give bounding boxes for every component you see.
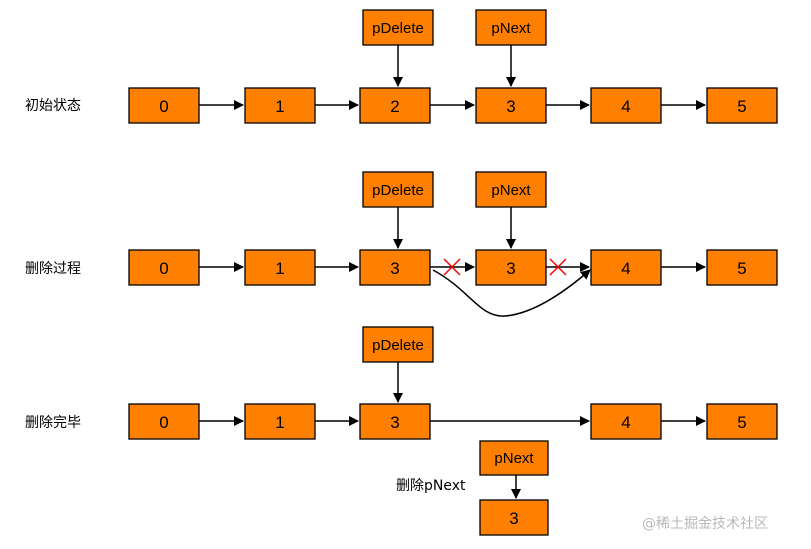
cross-mark <box>443 258 461 276</box>
list-node: 5 <box>706 403 778 440</box>
node-value: 0 <box>159 97 168 116</box>
pointer-pnext: pNext <box>479 440 549 476</box>
row-label-initial: 初始状态 <box>25 97 81 114</box>
node-value: 3 <box>509 509 518 528</box>
row-label-complete: 删除完毕 <box>25 415 81 431</box>
list-node: 0 <box>128 403 200 440</box>
list-node: 3 <box>359 403 431 440</box>
deleted-node-group: pNext 删除pNext 3 <box>396 440 549 536</box>
list-node: 4 <box>590 87 662 124</box>
pointer-pnext-label: pNext <box>491 182 531 199</box>
pointer-pdelete-label: pDelete <box>372 337 424 354</box>
pointer-pdelete: pDelete <box>362 326 434 363</box>
row-label-process: 删除过程 <box>25 261 81 277</box>
node-value: 4 <box>621 413 630 432</box>
row-initial-state: 初始状态 pDelete pNext 0 1 2 3 4 5 <box>25 9 778 124</box>
list-node: 0 <box>128 249 200 286</box>
node-value: 3 <box>390 259 399 278</box>
node-value: 1 <box>275 259 284 278</box>
node-value: 3 <box>506 97 515 116</box>
node-value: 1 <box>275 413 284 432</box>
bypass-link-arrow <box>432 269 591 317</box>
node-value: 3 <box>390 413 399 432</box>
watermark: @稀土掘金技术社区 <box>642 516 768 532</box>
pointer-pdelete-label: pDelete <box>372 20 424 37</box>
node-value: 5 <box>737 259 746 278</box>
cross-mark <box>549 258 567 276</box>
list-node: 1 <box>244 403 316 440</box>
list-node: 1 <box>244 249 316 286</box>
list-node: 3 <box>475 249 547 286</box>
row-deletion-complete: 删除完毕 pDelete 0 1 3 4 5 <box>25 326 778 440</box>
node-value: 0 <box>159 413 168 432</box>
list-node: 1 <box>244 87 316 124</box>
node-value: 5 <box>737 413 746 432</box>
list-node: 3 <box>475 87 547 124</box>
pointer-pdelete: pDelete <box>362 171 434 208</box>
node-value: 5 <box>737 97 746 116</box>
node-value: 3 <box>506 259 515 278</box>
pointer-pnext-label: pNext <box>494 450 534 467</box>
list-node: 2 <box>359 87 431 124</box>
deleted-label: 删除pNext <box>396 478 466 494</box>
pointer-pdelete-label: pDelete <box>372 182 424 199</box>
list-node: 5 <box>706 87 778 124</box>
pointer-pnext: pNext <box>475 171 547 208</box>
list-node: 0 <box>128 87 200 124</box>
node-value: 0 <box>159 259 168 278</box>
deleted-node: 3 <box>479 499 549 536</box>
pointer-pdelete: pDelete <box>362 9 434 46</box>
node-value: 2 <box>390 97 399 116</box>
list-node: 4 <box>590 249 662 286</box>
list-node: 3 <box>359 249 431 286</box>
pointer-pnext-label: pNext <box>491 20 531 37</box>
row-deletion-process: 删除过程 pDelete pNext 0 1 3 3 4 5 <box>25 171 778 317</box>
node-value: 1 <box>275 97 284 116</box>
list-node: 4 <box>590 403 662 440</box>
node-value: 4 <box>621 97 630 116</box>
pointer-pnext: pNext <box>475 9 547 46</box>
node-value: 4 <box>621 259 630 278</box>
list-node: 5 <box>706 249 778 286</box>
